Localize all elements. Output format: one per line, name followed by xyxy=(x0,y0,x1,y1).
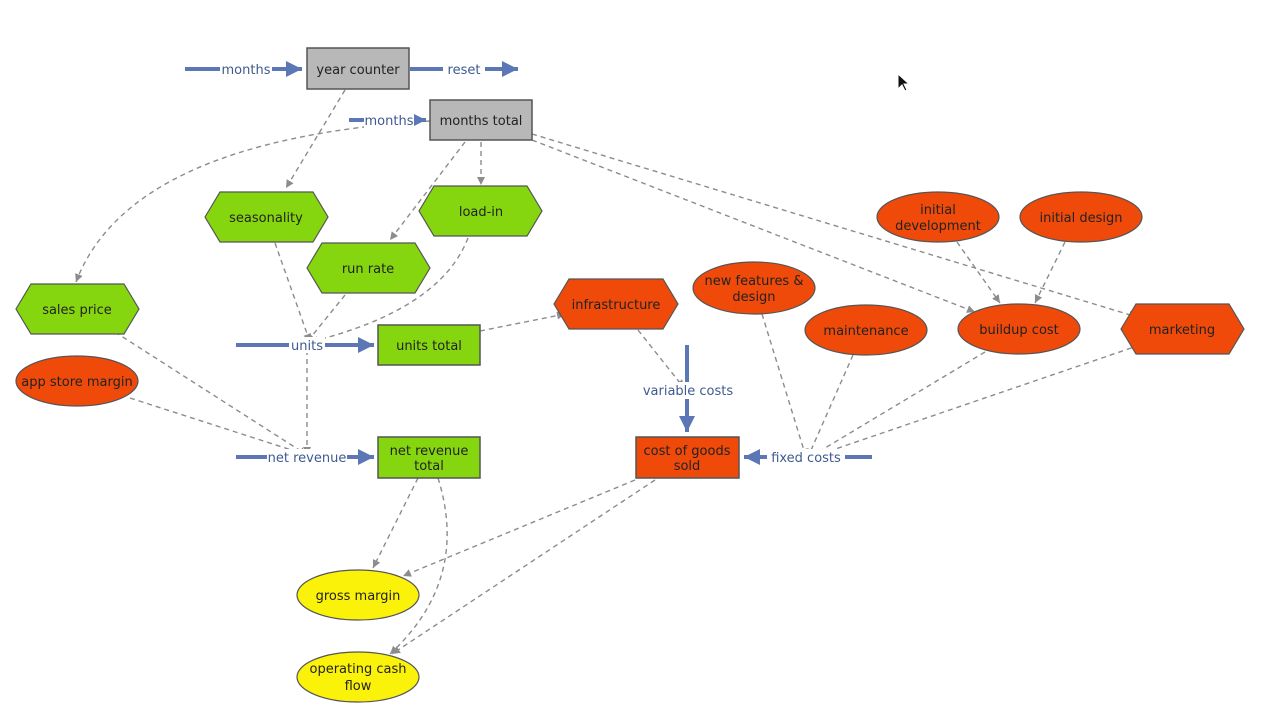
flow-label-months-2: months xyxy=(365,114,414,129)
link-new-features-to-fixed-costs xyxy=(761,313,808,458)
variable-label: gross margin xyxy=(316,589,401,604)
link-initial-design-to-buildup-cost xyxy=(1034,241,1066,304)
link-marketing-to-fixed-costs xyxy=(811,344,1141,459)
variable-label: run rate xyxy=(342,262,394,277)
variable-app-store-margin[interactable]: app store margin xyxy=(15,355,139,407)
variable-run-rate[interactable]: run rate xyxy=(306,242,431,294)
variable-label-line-1: operating cash xyxy=(310,662,407,677)
variable-sales-price[interactable]: sales price xyxy=(15,283,140,335)
stock-label: months total xyxy=(440,114,523,129)
variable-infrastructure[interactable]: infrastructure xyxy=(553,278,679,330)
variable-label-line-1: initial xyxy=(920,203,956,218)
stock-label-line-2: total xyxy=(414,459,444,474)
stocks: year counter months total units total ne… xyxy=(306,47,740,479)
variable-label: sales price xyxy=(42,303,112,318)
link-units-total-to-infrastructure xyxy=(479,311,566,332)
flow-label-units: units xyxy=(291,339,323,354)
variable-label: maintenance xyxy=(823,324,908,339)
flow-label-months-1: months xyxy=(222,63,271,78)
link-maintenance-to-fixed-costs xyxy=(807,354,854,458)
variable-load-in[interactable]: load-in xyxy=(418,185,543,237)
link-months-total-to-marketing xyxy=(531,133,1138,319)
stock-label-line-1: net revenue xyxy=(390,444,469,459)
flow-months-into-months-total[interactable]: months xyxy=(349,112,426,129)
flow-label-fixed-costs: fixed costs xyxy=(771,451,841,466)
flow-net-revenue-into-total[interactable]: net revenue xyxy=(236,449,374,466)
dependency-links xyxy=(75,89,1141,655)
variable-initial-design[interactable]: initial design xyxy=(1019,191,1143,243)
flow-reset-out-of-year-counter[interactable]: reset xyxy=(410,61,518,78)
flow-variable-costs-into-cogs[interactable]: variable costs xyxy=(640,345,736,432)
variable-maintenance[interactable]: maintenance xyxy=(804,304,928,356)
link-initial-development-to-buildup-cost xyxy=(956,241,1001,304)
link-months-total-to-run-rate xyxy=(389,141,466,241)
variable-label-line-1: new features & xyxy=(705,274,804,289)
stock-label-line-2: sold xyxy=(674,459,701,474)
flow-label-variable-costs: variable costs xyxy=(643,384,734,399)
variable-label-line-2: flow xyxy=(345,679,372,694)
flow-months-into-year-counter[interactable]: months xyxy=(185,61,302,78)
variable-label: app store margin xyxy=(21,375,132,390)
stock-units-total[interactable]: units total xyxy=(377,324,481,366)
flows: months reset months units net revenue va… xyxy=(185,61,872,466)
link-load-in-to-units xyxy=(309,237,469,344)
stock-cost-of-goods-sold[interactable]: cost of goods sold xyxy=(635,436,740,479)
link-cogs-to-gross-margin xyxy=(402,479,636,577)
link-net-revenue-total-to-gross-margin xyxy=(372,477,419,569)
link-cogs-to-operating-cash-flow xyxy=(391,479,656,655)
variable-label: infrastructure xyxy=(572,298,661,313)
mouse-pointer-icon xyxy=(897,73,911,92)
hexagon-variables: seasonality load-in run rate sales price… xyxy=(15,185,1245,355)
link-buildup-cost-to-fixed-costs xyxy=(809,351,986,458)
link-seasonality-to-units xyxy=(274,242,312,343)
variable-label-line-2: development xyxy=(895,219,981,234)
variable-buildup-cost[interactable]: buildup cost xyxy=(957,303,1081,355)
flow-label-reset: reset xyxy=(448,63,481,78)
link-app-store-margin-to-net-revenue xyxy=(129,397,308,457)
link-months-total-to-buildup-cost xyxy=(531,139,976,313)
stock-net-revenue-total[interactable]: net revenue total xyxy=(377,436,481,479)
variable-seasonality[interactable]: seasonality xyxy=(204,191,329,243)
stock-label-line-1: cost of goods xyxy=(644,444,731,459)
link-run-rate-to-units xyxy=(306,294,346,343)
ellipse-variables: app store margin new features & design m… xyxy=(15,191,1143,703)
variable-label: initial design xyxy=(1039,211,1122,226)
variable-label: buildup cost xyxy=(979,323,1059,338)
link-year-counter-to-seasonality xyxy=(285,89,346,189)
variable-label-line-2: design xyxy=(732,290,775,305)
stock-label: units total xyxy=(396,339,462,354)
variable-operating-cash-flow[interactable]: operating cash flow xyxy=(296,651,420,703)
link-months-total-to-sales-price xyxy=(75,120,431,283)
variable-marketing[interactable]: marketing xyxy=(1120,303,1245,355)
link-sales-price-to-net-revenue xyxy=(114,331,308,456)
variable-initial-development[interactable]: initial development xyxy=(876,191,1000,243)
flow-label-net-revenue: net revenue xyxy=(268,451,347,466)
stock-months-total[interactable]: months total xyxy=(429,99,533,141)
stock-year-counter[interactable]: year counter xyxy=(306,47,410,90)
variable-label: load-in xyxy=(459,205,503,220)
variable-label: seasonality xyxy=(229,211,303,226)
variable-gross-margin[interactable]: gross margin xyxy=(296,569,420,621)
variable-new-features-design[interactable]: new features & design xyxy=(692,261,816,315)
stock-label: year counter xyxy=(316,63,400,78)
variable-label: marketing xyxy=(1149,323,1215,338)
link-infrastructure-to-variable-costs xyxy=(637,329,685,389)
flow-units-into-units-total[interactable]: units xyxy=(236,337,374,354)
link-net-revenue-total-to-operating-cash-flow xyxy=(389,477,448,655)
flow-fixed-costs-into-cogs[interactable]: fixed costs xyxy=(744,449,872,466)
